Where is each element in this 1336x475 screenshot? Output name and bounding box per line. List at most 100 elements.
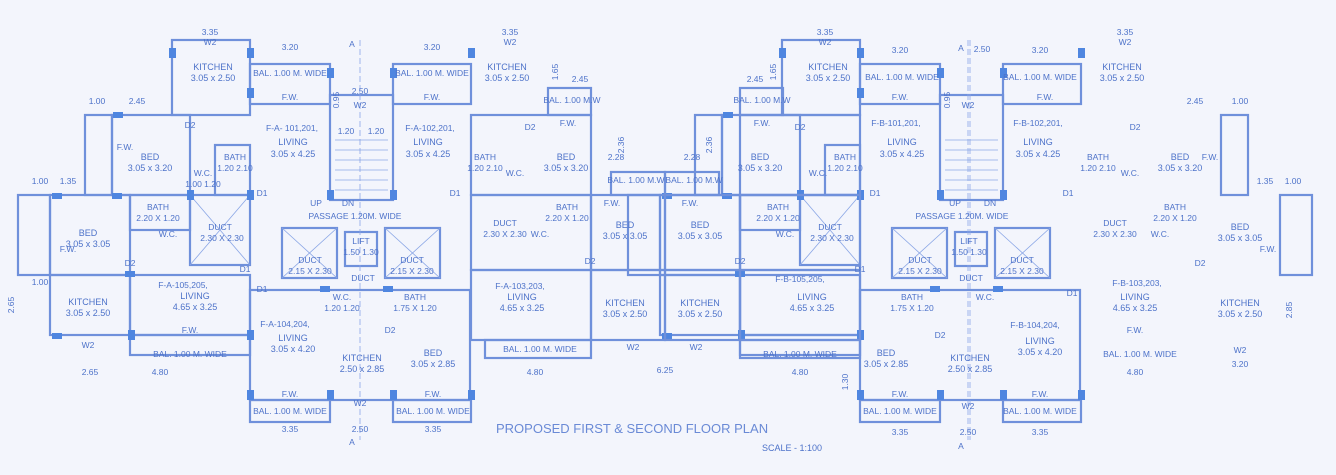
room-label: LIVING <box>1120 292 1150 302</box>
room-label: F.W. <box>682 198 699 208</box>
room-label: BAL. 1.00 M. WIDE <box>153 349 227 359</box>
room-label: DUCT <box>1103 218 1127 228</box>
room-label: W.C. <box>1121 168 1139 178</box>
room-label: UP <box>949 198 961 208</box>
dimension-label: 2.50 <box>352 424 369 434</box>
room-label: W.C. <box>194 168 212 178</box>
room-label: W.C. <box>776 229 794 239</box>
room-label: UP <box>310 198 322 208</box>
room-label: W2 <box>962 401 975 411</box>
dimension-label: 2.28 <box>608 152 625 162</box>
dimension-label: 2.45 <box>572 74 589 84</box>
dimension-label: 3.35 <box>282 424 299 434</box>
room-label: DN <box>342 198 354 208</box>
room-label: 3.05 x 2.50 <box>806 73 851 83</box>
wing-a-walls <box>16 38 475 440</box>
room-label: BAL. 1.00 M. WIDE <box>253 406 327 416</box>
room-label: 2.30 X 2.30 <box>483 229 527 239</box>
dimension-label: 3.35 <box>1117 27 1134 37</box>
room-label: 3.05 x 3.20 <box>738 163 783 173</box>
room-label: 2.20 X 1.20 <box>136 213 180 223</box>
room-label: LIVING <box>278 333 308 343</box>
room-label: 2.15 X 2.30 <box>898 266 942 276</box>
room-label: 3.05 x 2.50 <box>66 308 111 318</box>
dimension-label: 3.20 <box>1232 359 1249 369</box>
room-label: 3.05 x 4.25 <box>271 149 316 159</box>
dimension-label: 2.36 <box>704 136 714 153</box>
dimension-label: 2.50 <box>352 86 369 96</box>
room-label: 3.05 x 4.25 <box>406 149 451 159</box>
room-label: 3.05 x 3.20 <box>544 163 589 173</box>
dimension-label: 1.65 <box>550 63 560 80</box>
dimension-label: 0.95 <box>942 91 952 108</box>
room-label: 3.05 x 3.20 <box>1158 163 1203 173</box>
dimension-label: 2.45 <box>1187 96 1204 106</box>
room-label: PASSAGE 1.20M. WIDE <box>309 211 402 221</box>
room-label: W2 <box>82 340 95 350</box>
room-label: LIVING <box>507 292 537 302</box>
room-label: BATH <box>556 202 578 212</box>
room-label: 1.00 1.20 <box>185 179 221 189</box>
room-label: DUCT <box>908 255 932 265</box>
room-label: KITCHEN <box>1102 62 1142 72</box>
dimension-label: 3.35 <box>817 27 834 37</box>
room-label: F.W. <box>117 142 134 152</box>
room-label: 2.30 X 2.30 <box>810 233 854 243</box>
room-label: D1 <box>1067 288 1078 298</box>
room-label: BAL. 1.00 M. WIDE <box>1003 72 1077 82</box>
room-label: LIVING <box>278 137 308 147</box>
room-label: 3.05 x 2.85 <box>411 359 456 369</box>
room-label: BAL. 1.00 M. WIDE <box>1003 406 1077 416</box>
room-label: 1.20 1.20 <box>324 303 360 313</box>
room-label: BAL. 1.00 M.W <box>543 95 600 105</box>
room-label: BATH <box>404 292 426 302</box>
section-marker: A <box>958 43 964 53</box>
room-label: F.W. <box>604 198 621 208</box>
room-label: BED <box>141 152 160 162</box>
room-label: F.W. <box>1032 389 1049 399</box>
room-label: KITCHEN <box>342 353 382 363</box>
dimension-label: 1.65 <box>768 63 778 80</box>
room-label: D2 <box>585 256 596 266</box>
section-marker: A <box>349 39 355 49</box>
flat-label: F-A-105,205, <box>158 280 208 290</box>
room-label: KITCHEN <box>68 297 108 307</box>
dimension-label: 4.80 <box>152 367 169 377</box>
room-label: F.W. <box>1260 244 1277 254</box>
dimension-label: 0.95 <box>331 91 341 108</box>
room-label: 3.05 x 3.05 <box>678 231 723 241</box>
dimension-label: 4.80 <box>527 367 544 377</box>
drawing-scale: SCALE - 1:100 <box>762 443 822 453</box>
room-label: 3.05 x 4.20 <box>1018 347 1063 357</box>
room-label: D2 <box>1195 258 1206 268</box>
room-label: D1 <box>870 188 881 198</box>
room-label: 2.15 X 2.30 <box>390 266 434 276</box>
room-label: 2.50 x 2.85 <box>948 364 993 374</box>
room-label: DUCT <box>400 255 424 265</box>
dimension-label: 4.80 <box>1127 367 1144 377</box>
room-label: LIVING <box>413 137 443 147</box>
room-label: 3.05 x 3.05 <box>603 231 648 241</box>
room-label: BAL. 1.00 M. WIDE <box>1103 349 1177 359</box>
room-label: 4.65 x 3.25 <box>790 303 835 313</box>
room-label: D2 <box>125 258 136 268</box>
middle-walls <box>469 40 1314 440</box>
room-label: KITCHEN <box>950 353 990 363</box>
room-label: LIFT <box>352 236 369 246</box>
room-label: BATH <box>224 152 246 162</box>
room-label: 1.50 1.30 <box>951 247 987 257</box>
room-label: F.W. <box>182 325 199 335</box>
room-label: DUCT <box>298 255 322 265</box>
room-label: 4.65 x 3.25 <box>1113 303 1158 313</box>
room-label: 2.15 X 2.30 <box>288 266 332 276</box>
room-label: D2 <box>795 122 806 132</box>
room-label: KITCHEN <box>680 298 720 308</box>
room-label: KITCHEN <box>193 62 233 72</box>
room-label: DUCT <box>959 273 983 283</box>
room-label: BATH <box>1164 202 1186 212</box>
dimension-label: 1.35 <box>60 176 77 186</box>
room-label: W2 <box>354 100 367 110</box>
room-label: BED <box>877 348 896 358</box>
room-label: 1.20 2.10 <box>217 163 253 173</box>
